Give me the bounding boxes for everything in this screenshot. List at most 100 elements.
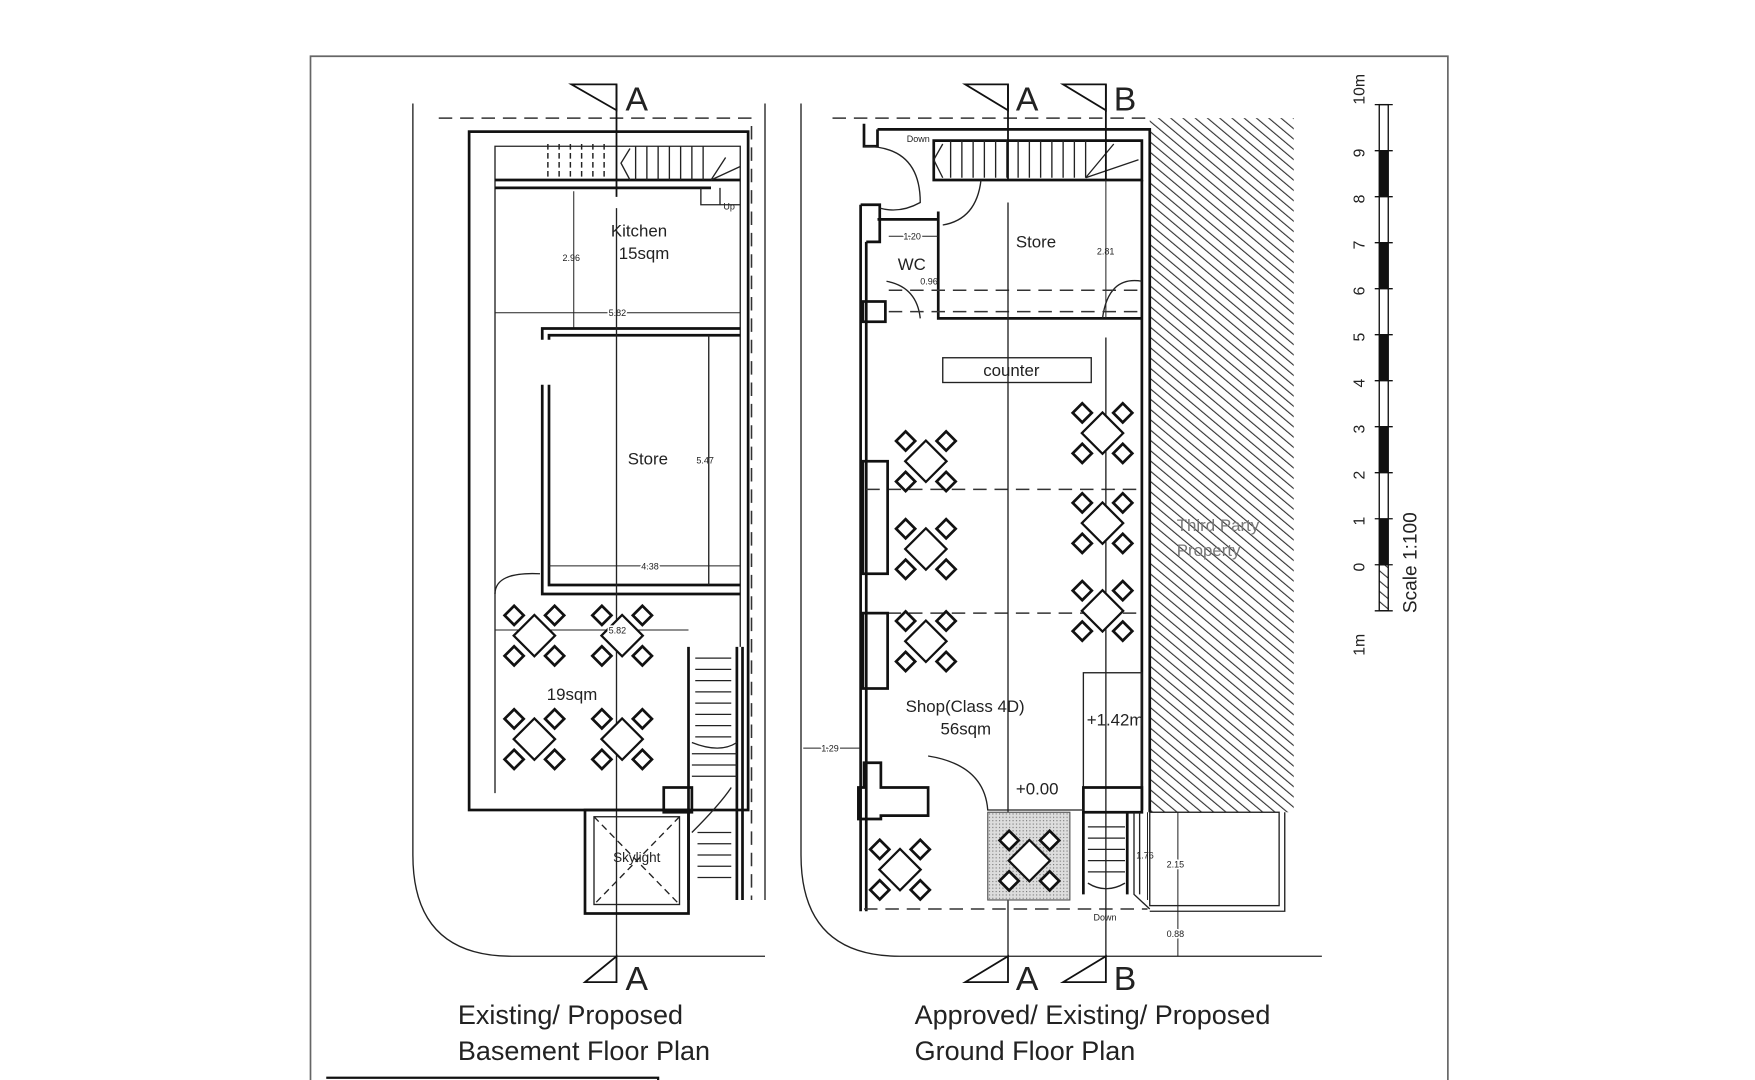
down-label-bottom: Down [1094,912,1117,922]
scale-tick-label: 8 [1352,194,1369,203]
table-with-chairs [1071,579,1134,643]
wc-label: WC [898,255,926,274]
skylight-label: Skylight [613,850,661,865]
scale-tick-label: 9 [1352,148,1369,157]
table-with-chairs [1071,401,1134,465]
scale-tick-label: 4 [1352,378,1369,387]
ground-title-line1: Approved/ Existing/ Proposed [915,1000,1271,1030]
scale-segment [1379,334,1389,381]
table-with-chairs [1071,491,1134,555]
down-label-top: Down [907,134,930,144]
inner-wall [494,145,741,794]
table-with-chairs [894,430,958,493]
store-depth-dim: 2.81 [1097,246,1115,256]
scale-segment [1379,150,1389,197]
table-with-chairs [998,829,1061,892]
store-walls [877,211,1142,320]
scale-segment [1379,242,1389,289]
ramp-depth-dim: 1.76 [1136,850,1154,860]
setback-dim: 1.29 [821,744,839,754]
basement-stairs: Up [495,84,741,211]
scale-segment-sub [1378,564,1389,612]
yard-depth-dim: 2.15 [1167,859,1185,869]
site-boundary [412,103,766,957]
table-with-chairs [894,517,958,581]
front-yard [1149,811,1280,907]
kitchen-label: Kitchen [611,221,667,240]
basement-store-label: Store [628,450,668,469]
scale-label: Scale 1:100 [1400,512,1421,613]
scale-bar: 1m 0 1 2 3 4 5 6 7 8 9 10m [1352,74,1393,656]
dining-width-dim: 5.82 [609,625,627,635]
site-boundary [800,103,1322,957]
kitchen-area: 15sqm [619,244,670,263]
section-label-a-top: A [626,80,649,118]
front-steps [1082,812,1151,910]
bench [861,611,889,690]
basement-title-line2: Basement Floor Plan [458,1036,710,1066]
section-marker-a-bottom [582,954,618,984]
scale-segment [1379,426,1389,473]
scale-tick-label: 1 [1352,517,1369,526]
kitchen-width-dim: 5.82 [609,308,627,318]
section-label-b-bottom: B [1114,960,1137,998]
ground-stairs [932,139,1144,182]
third-party-label-2: Property [1177,541,1241,560]
scale-tick-label: 1m [1352,634,1369,656]
scale-segment [1379,518,1389,565]
scale-tick-label: 3 [1352,424,1369,433]
third-party-hatch [1149,118,1294,813]
section-marker-a-bottom [962,954,1009,984]
table-with-chairs [590,604,654,667]
scale-tick-label: 6 [1352,286,1369,295]
section-label-b-top: B [1114,80,1137,118]
scale-tick-label: 10m [1352,74,1369,105]
counter [942,357,1092,384]
ground-floor-outline-dashed [438,117,753,900]
ground-title-line2: Ground Floor Plan [915,1036,1136,1066]
third-party-label-1: Third Party [1177,516,1260,535]
title-block-line [326,1076,660,1080]
shop-area: 56sqm [941,720,992,739]
table-with-chairs [503,604,566,667]
pavement-dim: 0.88 [1167,929,1185,939]
scale-tick-label: 0 [1352,563,1369,572]
table-with-chairs [590,707,654,771]
wc-width-dim: 1.20 [903,232,921,242]
section-label-a-top: A [1016,80,1039,118]
scale-tick-label: 2 [1352,471,1369,480]
scale-tick-label: 5 [1352,332,1369,341]
dining-area-label: 19sqm [547,685,598,704]
up-label: Up [723,201,735,211]
sheet-frame [309,55,1449,1080]
section-marker-a-top [962,83,1009,112]
table-with-chairs [894,610,958,673]
raised-platform [1082,672,1143,789]
table-with-chairs [503,707,566,771]
wc-depth-dim: 0.96 [920,277,938,287]
shop-label: Shop(Class 4D) [906,697,1025,716]
store-width-dim: 4.38 [641,561,659,571]
section-marker-b-bottom [1059,954,1107,984]
store-walls [540,327,741,596]
section-marker-b-top [1059,83,1107,112]
section-marker-a-top [568,83,618,112]
store-depth-dim: 5.47 [696,456,714,466]
basement-title-line1: Existing/ Proposed [458,1000,683,1030]
skylight: Skylight [583,808,690,915]
section-label-a-bottom: A [626,960,649,998]
outer-wall [467,130,750,812]
kitchen-depth-dim: 2.96 [563,253,581,263]
scale-tick-label: 7 [1352,241,1369,250]
ground-floor-plan: Third Party Property Down Store 2.81 1.2… [800,80,1322,1066]
raised-level: +1.42m [1087,711,1144,730]
entrance-pier [857,761,1144,821]
section-label-a-bottom: A [1016,960,1039,998]
bench [861,459,889,576]
basement-side-stairs [687,646,744,900]
ground-store-label: Store [1016,233,1056,252]
counter-label: counter [983,361,1040,380]
ground-level: +0.00 [1016,779,1059,798]
basement-floor-plan: Up Kitchen 15sqm 2.96 5.82 Store 5.47 4.… [412,80,766,1066]
